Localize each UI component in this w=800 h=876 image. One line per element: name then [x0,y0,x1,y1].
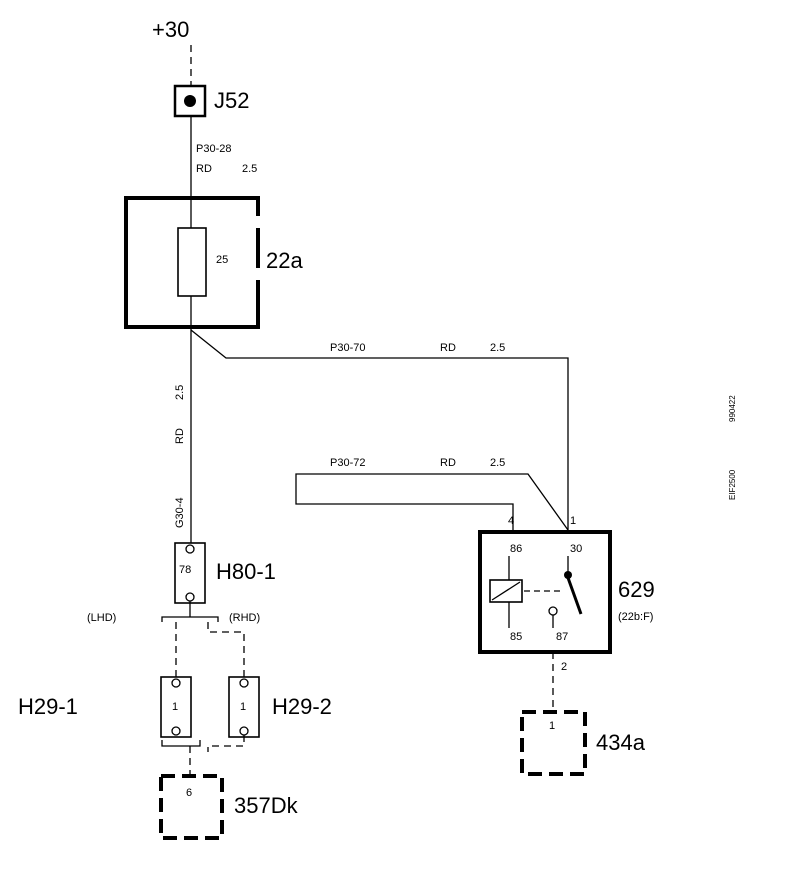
relay-pin-86: 86 [510,543,522,555]
wire-p30-72-color: RD [440,457,456,469]
relay-629 [478,530,612,654]
relay-pin-87: 87 [556,631,568,643]
wire-p30-72-loop [295,473,569,531]
wire-g30-4-size: 2.5 [174,385,186,400]
c357-label: 357Dk [234,793,299,818]
fuse-box-22a [124,196,260,329]
wire-p30-72-size: 2.5 [490,457,505,469]
fuse-element [177,227,207,297]
relay-pin-85: 85 [510,631,522,643]
h80-terminal-bottom [185,592,195,602]
h29-2-pin: 1 [240,701,246,713]
c434-pin: 1 [549,720,555,732]
h29-1-pin: 1 [172,701,178,713]
h80-terminal-top [185,544,195,554]
h80-label: H80-1 [216,559,276,584]
h29-1-terminal-top [171,678,181,688]
relay-sub-label: (22b:F) [618,611,653,623]
relay-coil-diagonal [491,581,521,601]
wire-p30-70 [190,329,569,530]
relay-pin-30: 30 [570,543,582,555]
wire-g30-4-color: RD [174,428,186,444]
wire-p30-72-id: P30-72 [330,457,365,469]
c434-connector [520,710,587,776]
fuse-box-label: 22a [266,248,303,273]
relay-conn-1: 1 [570,515,576,527]
c357-connector [159,774,224,840]
rhd-label: (RHD) [229,612,260,624]
wire-p30-28-color: RD [196,163,212,175]
h29-2-to-357-wire [207,735,245,752]
drawing-code-bottom: EIF2500 [728,469,737,500]
h29-1-connector [160,676,192,738]
h29-1-label: H29-1 [18,694,78,719]
lhd-brace [161,616,219,622]
wire-p30-70-color: RD [440,342,456,354]
relay-contact-87 [548,606,558,616]
supply-label: +30 [152,17,189,42]
h29-2-label: H29-2 [272,694,332,719]
h80-pin: 78 [179,564,191,576]
relay-label: 629 [618,577,655,602]
drawing-code-top: 990422 [728,395,737,422]
c357-pin: 6 [186,787,192,799]
c434-label: 434a [596,730,646,755]
wire-p30-70-id: P30-70 [330,342,365,354]
wire-p30-28-size: 2.5 [242,163,257,175]
relay-coil [489,579,523,603]
h29-2-terminal-top [239,678,249,688]
fuse-value: 25 [216,254,228,266]
lhd-label: (LHD) [87,612,116,624]
j52-label: J52 [214,88,249,113]
j52-terminal [184,95,196,107]
wire-p30-28-id: P30-28 [196,143,231,155]
wire-p30-70-size: 2.5 [490,342,505,354]
h29-2-terminal-bottom [239,726,249,736]
j52-connector [173,84,207,118]
relay-conn-2: 2 [561,661,567,673]
wire-g30-4-id: G30-4 [174,497,186,528]
relay-conn-4: 4 [508,515,514,527]
h29-join-brace [161,740,201,747]
relay-switch-arm [565,574,583,615]
rhd-dashed-wire [207,622,245,677]
h29-1-terminal-bottom [171,726,181,736]
